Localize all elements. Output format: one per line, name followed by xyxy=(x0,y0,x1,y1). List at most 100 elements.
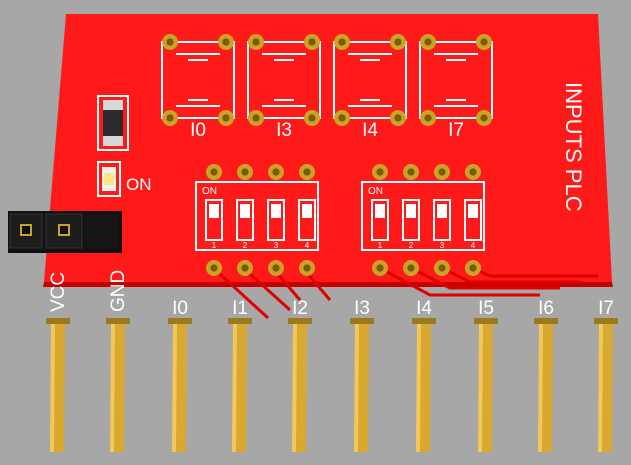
pad-hole xyxy=(424,114,432,122)
pad-hole xyxy=(438,168,446,176)
pin-label: I6 xyxy=(538,298,554,319)
pad-hole xyxy=(394,38,402,46)
dip-toggle-knob xyxy=(437,204,447,218)
pad-hole xyxy=(424,38,432,46)
pad-hole xyxy=(480,114,488,122)
pin-label: I1 xyxy=(232,298,248,319)
pin-highlight xyxy=(598,322,603,452)
edge-pin-i0: I0 xyxy=(168,298,192,452)
dip-toggle-knob xyxy=(468,204,478,218)
dip-switch-bank-2: ON 1 2 3 4 xyxy=(361,164,485,276)
pin-collar xyxy=(412,318,436,324)
dip-number-label: 1 xyxy=(378,241,383,250)
pin-label: I4 xyxy=(416,298,432,319)
pin-label: I5 xyxy=(478,298,494,319)
pin-label: I0 xyxy=(172,298,188,319)
pad-hole xyxy=(166,114,174,122)
edge-pin-i2: I2 xyxy=(288,298,312,452)
pad-hole xyxy=(469,264,477,272)
pin-highlight xyxy=(232,322,237,452)
pin-highlight xyxy=(292,322,297,452)
pin-collar xyxy=(594,318,618,324)
push-button-i3[interactable]: I3 xyxy=(247,34,321,141)
dip-toggle-knob xyxy=(302,204,312,218)
pad-hole xyxy=(241,168,249,176)
dip-switch-banks: ON 1 2 3 4 ON 1 2 3 4 xyxy=(195,164,485,276)
pad-hole xyxy=(469,168,477,176)
dip-on-label: ON xyxy=(202,186,217,197)
pad-hole xyxy=(210,264,218,272)
smd-resistor xyxy=(97,95,129,151)
pad-hole xyxy=(222,114,230,122)
pad-hole xyxy=(308,38,316,46)
dip-toggle-knob xyxy=(271,204,281,218)
button-label: I3 xyxy=(276,120,292,141)
dip-number-label: 4 xyxy=(471,241,476,250)
push-button-i4[interactable]: I4 xyxy=(333,34,407,141)
pad-hole xyxy=(338,114,346,122)
dip-number-label: 4 xyxy=(305,241,310,250)
edge-pin-i7: I7 xyxy=(594,298,618,452)
pin-highlight xyxy=(478,322,483,452)
pad-hole xyxy=(166,38,174,46)
push-button-i0[interactable]: I0 xyxy=(161,34,235,141)
pin-label: GND xyxy=(108,270,129,312)
pad-hole xyxy=(338,38,346,46)
pin-highlight xyxy=(172,322,177,452)
dip-toggle-knob xyxy=(240,204,250,218)
pin-collar xyxy=(350,318,374,324)
pad-hole xyxy=(272,168,280,176)
pad-hole xyxy=(272,264,280,272)
pad-hole xyxy=(407,264,415,272)
pin-collar xyxy=(46,318,70,324)
pin-highlight xyxy=(354,322,359,452)
dip-switch-bank-1: ON 1 2 3 4 xyxy=(195,164,319,276)
pad-hole xyxy=(222,38,230,46)
edge-pins: VCC GND I0 I1 I2 I3 I4 I5 I6 I7 xyxy=(46,270,618,452)
push-button-i7[interactable]: I7 xyxy=(419,34,493,141)
pad-hole xyxy=(308,114,316,122)
pin-highlight xyxy=(416,322,421,452)
pad-hole xyxy=(303,168,311,176)
board-title: INPUTS PLC xyxy=(561,82,586,212)
edge-pin-i3: I3 xyxy=(350,298,374,452)
pin-label: VCC xyxy=(48,272,69,312)
dip-number-label: 1 xyxy=(212,241,217,250)
edge-pin-i4: I4 xyxy=(412,298,436,452)
dip-number-label: 2 xyxy=(243,241,248,250)
edge-pin-i1: I1 xyxy=(228,298,252,452)
pin-collar xyxy=(534,318,558,324)
pad-hole xyxy=(480,38,488,46)
pad-hole xyxy=(210,168,218,176)
pad-hole xyxy=(252,114,260,122)
pad-hole xyxy=(376,264,384,272)
pin-highlight xyxy=(50,322,55,452)
dip-on-label: ON xyxy=(368,186,383,197)
edge-pin-vcc: VCC xyxy=(46,272,70,452)
pad-hole xyxy=(407,168,415,176)
edge-pin-i5: I5 xyxy=(474,298,498,452)
dip-number-label: 2 xyxy=(409,241,414,250)
led-label: ON xyxy=(126,175,152,194)
pin-label: I3 xyxy=(354,298,370,319)
pad-hole xyxy=(303,264,311,272)
dip-number-label: 3 xyxy=(440,241,445,250)
pad-hole xyxy=(252,38,260,46)
pad-hole xyxy=(438,264,446,272)
button-label: I7 xyxy=(448,120,464,141)
pad-hole xyxy=(394,114,402,122)
pin-highlight xyxy=(110,322,115,452)
pin-label: I7 xyxy=(598,298,614,319)
dip-toggle-knob xyxy=(209,204,219,218)
dip-toggle-knob xyxy=(406,204,416,218)
dip-number-label: 3 xyxy=(274,241,279,250)
pin-highlight xyxy=(538,322,543,452)
button-label: I4 xyxy=(362,120,378,141)
pin-collar xyxy=(106,318,130,324)
pad-hole xyxy=(241,264,249,272)
pin-collar xyxy=(228,318,252,324)
pin-collar xyxy=(168,318,192,324)
pin-label: I2 xyxy=(292,298,308,319)
